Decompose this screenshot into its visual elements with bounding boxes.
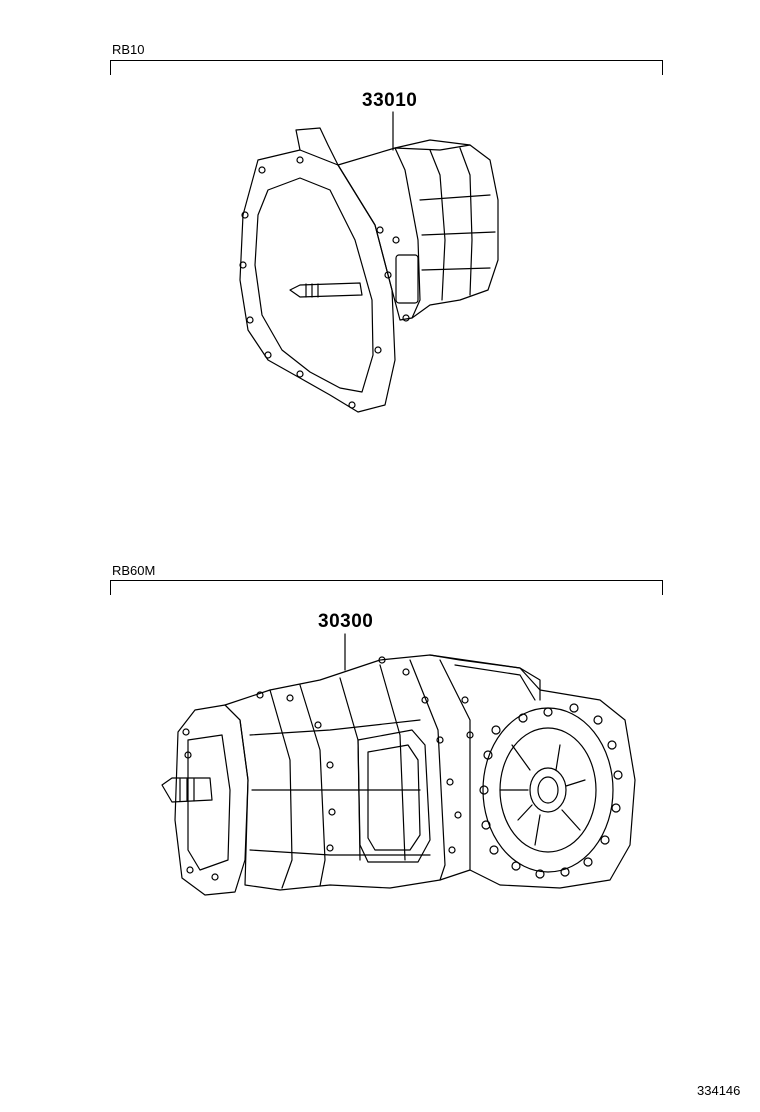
transmission-rb60m-illustration <box>161 633 636 896</box>
transmission-rb10-illustration <box>239 111 499 413</box>
part-number-callout-2[interactable]: 30300 <box>318 611 374 632</box>
section-bracket-rb10 <box>110 60 663 75</box>
part-number-callout-1[interactable]: 33010 <box>362 90 418 111</box>
section-label-rb10: RB10 <box>112 42 145 57</box>
section-label-rb60m: RB60M <box>112 563 156 578</box>
section-bracket-rb60m <box>110 580 663 595</box>
diagram-id: 334146 <box>697 1083 741 1098</box>
